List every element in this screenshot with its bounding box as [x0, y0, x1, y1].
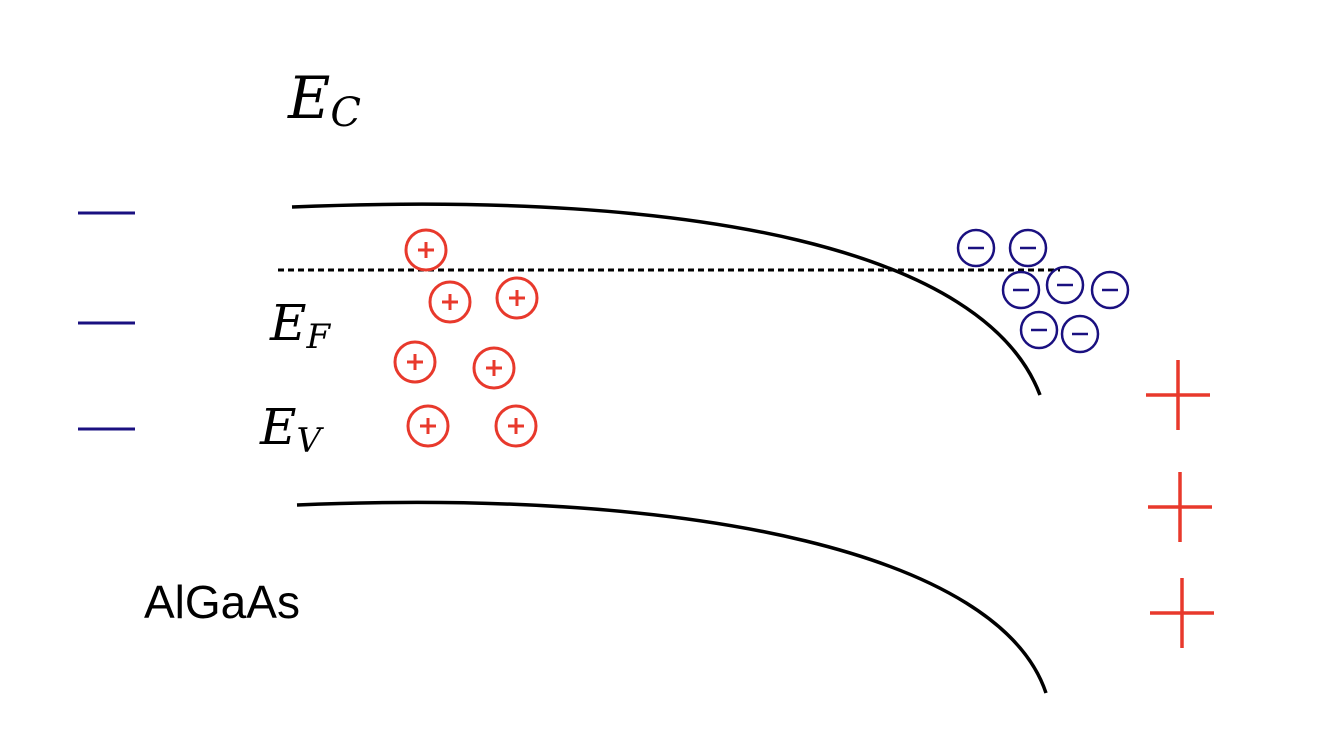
hole-icon	[393, 340, 437, 384]
electron-icon	[1008, 228, 1048, 268]
electron-icon	[1019, 310, 1059, 350]
hole-icon	[406, 404, 450, 448]
holes	[393, 228, 539, 448]
plus-icon	[1150, 578, 1214, 648]
ev-label: EV	[259, 398, 325, 461]
negative-charges-left	[78, 211, 135, 431]
electron-icon	[1045, 265, 1085, 305]
hole-icon	[428, 280, 472, 324]
plus-icon	[1146, 360, 1210, 430]
valence-band-edge	[296, 500, 1048, 694]
electron-icon	[1001, 270, 1041, 310]
electrons	[956, 228, 1130, 354]
hole-icon	[472, 346, 516, 390]
donor-charges	[1146, 360, 1214, 648]
hole-icon	[404, 228, 448, 272]
hole-icon	[495, 276, 539, 320]
plus-icon	[1148, 472, 1212, 542]
conduction-band-edge	[291, 202, 1042, 396]
hole-icon	[494, 404, 538, 448]
electron-icon	[956, 228, 996, 268]
electron-icon	[1090, 270, 1130, 310]
ef-label: EF	[269, 294, 332, 357]
electron-icon	[1060, 314, 1100, 354]
material-label: AlGaAs	[144, 576, 300, 628]
ec-label: EC	[287, 64, 361, 136]
